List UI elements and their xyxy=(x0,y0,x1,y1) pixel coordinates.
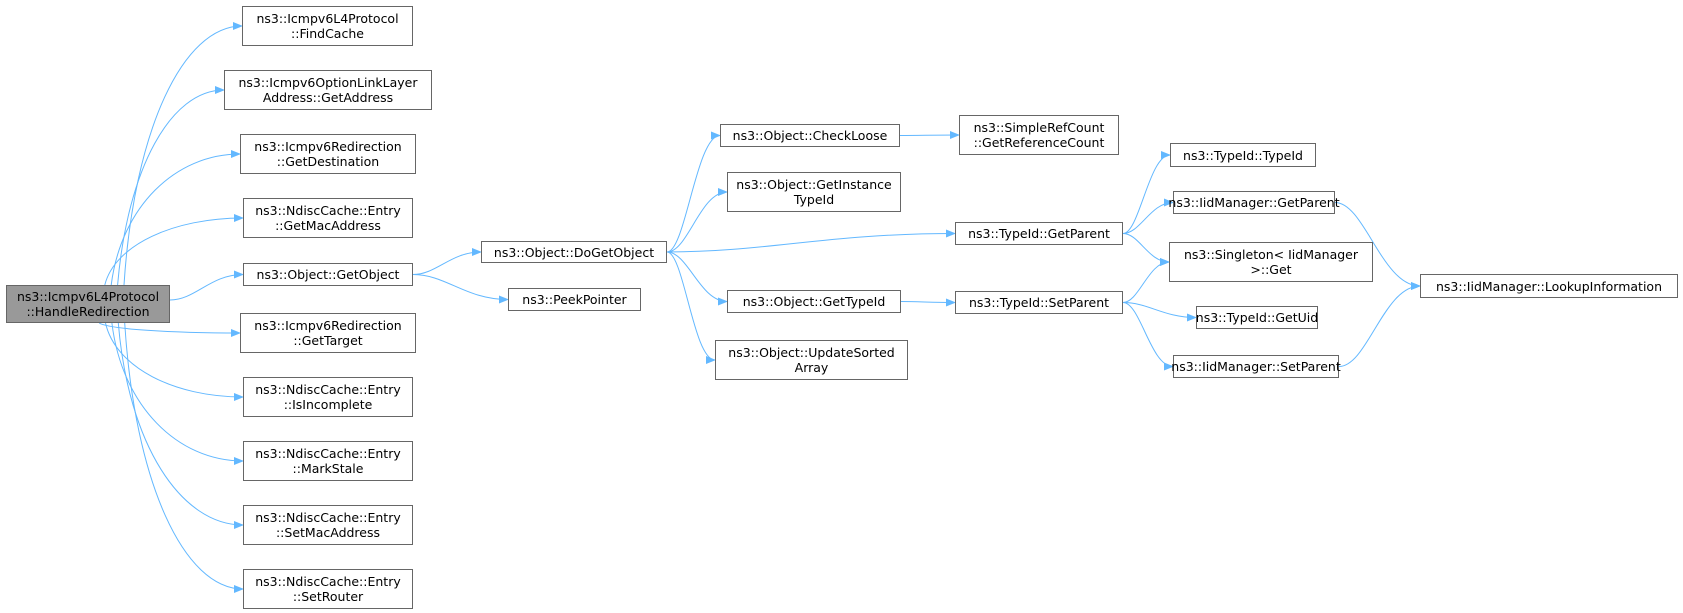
node-checkloose[interactable]: ns3::Object::CheckLoose xyxy=(720,124,900,147)
node-label-line: ns3::Object::CheckLoose xyxy=(732,128,888,143)
edge-dogetobject-to-checkloose xyxy=(666,131,721,253)
node-label-line: ::GetDestination xyxy=(276,154,380,169)
edge-typeid_setparent-to-typeid_getuid xyxy=(1122,302,1197,322)
node-label-line: Address::GetAddress xyxy=(262,90,394,105)
node-typeid_getparent[interactable]: ns3::TypeId::GetParent xyxy=(955,222,1123,245)
node-label-line: ns3::NdiscCache::Entry xyxy=(255,203,401,218)
node-label-line: ns3::Object::GetTypeId xyxy=(742,294,886,309)
node-entry_getmac[interactable]: ns3::NdiscCache::Entry::GetMacAddress xyxy=(243,198,413,238)
edge-typeid_setparent-to-iid_setparent xyxy=(1122,302,1174,371)
edge-root-to-getobject xyxy=(169,270,244,301)
node-label-line: ::IsIncomplete xyxy=(283,397,373,412)
node-label-line: ::GetTarget xyxy=(293,333,363,348)
node-dogetobject[interactable]: ns3::Object::DoGetObject xyxy=(481,241,667,263)
node-label-line: ns3::NdiscCache::Entry xyxy=(255,382,401,397)
node-label-line: ns3::TypeId::SetParent xyxy=(968,295,1110,310)
edge-dogetobject-to-getinstancetypeid xyxy=(666,188,728,253)
edge-root-to-entry_setmac xyxy=(117,322,244,529)
node-label-line: ns3::Object::DoGetObject xyxy=(493,244,655,260)
node-label-line: ns3::NdiscCache::Entry xyxy=(255,510,401,525)
node-root: ns3::Icmpv6L4Protocol::HandleRedirection xyxy=(6,285,170,323)
node-redir_gettarget[interactable]: ns3::Icmpv6Redirection::GetTarget xyxy=(240,313,416,353)
edge-dogetobject-to-gettypeid xyxy=(666,251,728,306)
node-label-line: ns3::Icmpv6Redirection xyxy=(254,139,402,154)
node-iid_lookup[interactable]: ns3::IidManager::LookupInformation xyxy=(1420,274,1678,298)
node-label-line: ns3::TypeId::GetUid xyxy=(1195,310,1319,325)
node-typeid_typeid[interactable]: ns3::TypeId::TypeId xyxy=(1170,143,1316,167)
node-typeid_getuid[interactable]: ns3::TypeId::GetUid xyxy=(1196,306,1318,329)
node-label-line: ns3::Icmpv6OptionLinkLayer xyxy=(238,75,418,90)
node-label-line: ns3::Object::UpdateSorted xyxy=(728,345,895,360)
node-label-line: ns3::NdiscCache::Entry xyxy=(255,574,401,589)
node-label-line: ns3::SimpleRefCount xyxy=(973,120,1105,135)
edge-root-to-entry_getmac xyxy=(104,214,244,286)
node-typeid_setparent[interactable]: ns3::TypeId::SetParent xyxy=(955,291,1123,314)
edge-iid_setparent-to-iid_lookup xyxy=(1338,282,1421,367)
node-label-line: ::GetReferenceCount xyxy=(973,135,1105,150)
node-label-line: ns3::NdiscCache::Entry xyxy=(255,446,401,461)
node-peekpointer[interactable]: ns3::PeekPointer xyxy=(508,288,641,311)
node-singleton_get[interactable]: ns3::Singleton< IidManager>::Get xyxy=(1169,242,1373,282)
node-label-line: ns3::Icmpv6L4Protocol xyxy=(16,289,160,304)
edge-root-to-redir_getdest xyxy=(110,150,241,286)
node-label-line: ns3::Icmpv6L4Protocol xyxy=(256,11,399,26)
edge-dogetobject-to-updatesorted xyxy=(666,251,716,364)
node-gettypeid[interactable]: ns3::Object::GetTypeId xyxy=(727,290,901,313)
edge-typeid_getparent-to-iid_getparent xyxy=(1122,198,1174,234)
node-findcache[interactable]: ns3::Icmpv6L4Protocol::FindCache xyxy=(242,6,413,46)
edge-checkloose-to-getrefcount xyxy=(899,131,960,140)
node-label-line: ns3::TypeId::TypeId xyxy=(1183,147,1303,163)
node-getrefcount[interactable]: ns3::SimpleRefCount::GetReferenceCount xyxy=(959,115,1119,155)
edge-root-to-findcache xyxy=(123,22,243,286)
node-label-line: ns3::IidManager::SetParent xyxy=(1171,359,1341,374)
edge-iid_getparent-to-iid_lookup xyxy=(1334,202,1421,290)
node-label-line: ns3::Singleton< IidManager xyxy=(1183,247,1359,262)
edge-dogetobject-to-typeid_getparent xyxy=(666,229,956,253)
node-iid_getparent[interactable]: ns3::IidManager::GetParent xyxy=(1168,191,1340,214)
node-label-line: ns3::TypeId::GetParent xyxy=(968,226,1110,241)
edge-getobject-to-peekpointer xyxy=(412,274,509,304)
node-label-line: ::GetMacAddress xyxy=(275,218,381,233)
node-redir_getdest[interactable]: ns3::Icmpv6Redirection::GetDestination xyxy=(240,134,416,174)
node-label-line: ::HandleRedirection xyxy=(26,304,150,319)
edge-typeid_setparent-to-singleton_get xyxy=(1122,258,1170,303)
node-entry_markstale[interactable]: ns3::NdiscCache::Entry::MarkStale xyxy=(243,441,413,481)
edge-root-to-redir_gettarget xyxy=(98,322,241,337)
edge-gettypeid-to-typeid_setparent xyxy=(900,298,956,307)
node-entry_setmac[interactable]: ns3::NdiscCache::Entry::SetMacAddress xyxy=(243,505,413,545)
node-label-line: ::SetRouter xyxy=(292,589,364,604)
node-label-line: ::SetMacAddress xyxy=(275,525,381,540)
node-label-line: ns3::Icmpv6Redirection xyxy=(254,318,402,333)
node-label-line: ::FindCache xyxy=(291,26,364,41)
edge-root-to-entry_isincomplete xyxy=(105,322,244,401)
node-getobject[interactable]: ns3::Object::GetObject xyxy=(243,263,413,286)
node-entry_setrouter[interactable]: ns3::NdiscCache::Entry::SetRouter xyxy=(243,569,413,609)
node-iid_setparent[interactable]: ns3::IidManager::SetParent xyxy=(1171,355,1341,378)
edge-root-to-entry_markstale xyxy=(111,322,244,465)
edge-typeid_getparent-to-singleton_get xyxy=(1122,233,1170,266)
node-entry_isincomplete[interactable]: ns3::NdiscCache::Entry::IsIncomplete xyxy=(243,377,413,417)
edge-getobject-to-dogetobject xyxy=(412,248,482,275)
node-label-line: ns3::PeekPointer xyxy=(522,292,627,307)
node-label-line: ns3::IidManager::LookupInformation xyxy=(1435,278,1662,294)
node-label-line: Array xyxy=(794,360,829,375)
node-label-line: ns3::IidManager::GetParent xyxy=(1168,195,1340,210)
node-label-line: ns3::Object::GetObject xyxy=(256,267,400,282)
edge-typeid_getparent-to-typeid_typeid xyxy=(1122,151,1171,234)
node-label-line: ::MarkStale xyxy=(292,461,364,476)
node-label-line: TypeId xyxy=(793,192,835,207)
node-label-line: ns3::Object::GetInstance xyxy=(736,177,892,192)
edge-root-to-ll_getaddr xyxy=(117,86,225,286)
node-label-line: >::Get xyxy=(1250,262,1292,277)
edge-root-to-entry_setrouter xyxy=(124,322,244,593)
